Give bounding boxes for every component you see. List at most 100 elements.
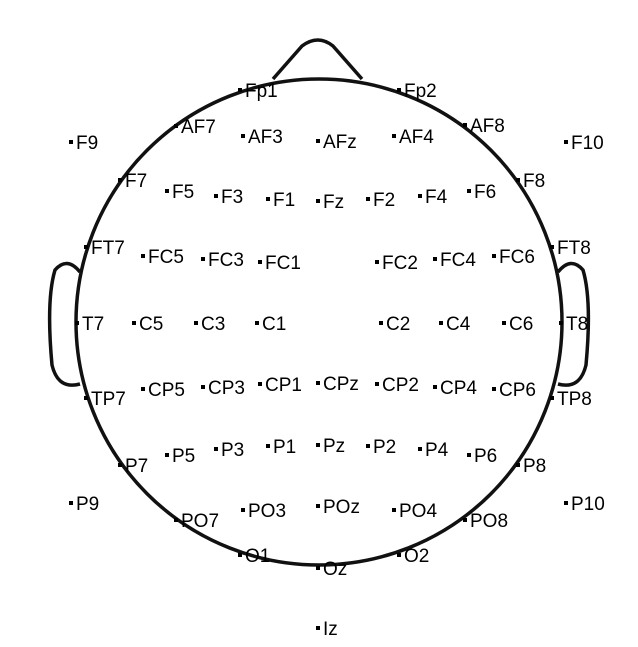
electrode-marker: [316, 566, 320, 570]
electrode-marker: [69, 501, 73, 505]
electrode-c3: C3: [194, 314, 225, 335]
electrode-marker: [516, 463, 520, 467]
electrode-marker: [564, 140, 568, 144]
electrode-marker: [418, 194, 422, 198]
electrode-ft7: FT7: [84, 238, 125, 259]
electrode-label: F2: [373, 190, 395, 211]
electrode-af3: AF3: [241, 127, 283, 148]
electrode-label: AF4: [399, 127, 434, 148]
electrode-f5: F5: [165, 182, 194, 203]
electrode-marker: [258, 260, 262, 264]
electrode-p7: P7: [118, 456, 148, 477]
electrode-label: F7: [125, 171, 147, 192]
electrode-label: P2: [373, 437, 396, 458]
electrode-marker: [241, 508, 245, 512]
electrode-label: Fz: [323, 192, 344, 213]
electrode-label: F8: [523, 171, 545, 192]
electrode-label: Pz: [323, 436, 345, 457]
electrode-af4: AF4: [392, 127, 434, 148]
electrode-label: FC1: [265, 253, 301, 274]
electrode-tp7: TP7: [84, 389, 126, 410]
electrode-label: F9: [76, 133, 98, 154]
electrode-marker: [492, 387, 496, 391]
electrode-p3: P3: [214, 440, 244, 461]
electrode-label: FT7: [91, 238, 125, 259]
electrode-f9: F9: [69, 133, 98, 154]
electrode-marker: [214, 447, 218, 451]
right-ear-outline: [556, 261, 591, 387]
electrode-fp2: Fp2: [397, 81, 437, 102]
electrode-label: P3: [221, 440, 244, 461]
electrode-marker: [433, 257, 437, 261]
electrode-label: C6: [509, 314, 533, 335]
electrode-fc6: FC6: [492, 247, 535, 268]
electrode-label: PO4: [399, 501, 437, 522]
electrode-cp3: CP3: [201, 378, 245, 399]
electrode-marker: [241, 134, 245, 138]
electrode-label: C1: [262, 314, 286, 335]
electrode-f8: F8: [516, 171, 545, 192]
electrode-oz: Oz: [316, 559, 347, 580]
electrode-iz: Iz: [316, 619, 338, 640]
electrode-marker: [418, 447, 422, 451]
electrode-marker: [316, 626, 320, 630]
electrode-label: P1: [273, 437, 296, 458]
electrode-marker: [238, 88, 242, 92]
electrode-f2: F2: [366, 190, 395, 211]
electrode-marker: [316, 199, 320, 203]
electrode-label: T8: [566, 314, 588, 335]
electrode-af7: AF7: [174, 117, 216, 138]
electrode-p9: P9: [69, 494, 99, 515]
electrode-label: CP1: [265, 375, 302, 396]
electrode-afz: AFz: [316, 132, 357, 153]
electrode-label: Oz: [323, 559, 347, 580]
electrode-marker: [238, 553, 242, 557]
electrode-label: PO7: [181, 511, 219, 532]
electrode-tp8: TP8: [550, 389, 592, 410]
electrode-label: C3: [201, 314, 225, 335]
electrode-fp1: Fp1: [238, 81, 278, 102]
electrode-f10: F10: [564, 133, 604, 154]
electrode-marker: [397, 553, 401, 557]
electrode-marker: [433, 385, 437, 389]
electrode-label: PO8: [470, 511, 508, 532]
electrode-p5: P5: [165, 446, 195, 467]
electrode-label: TP8: [557, 389, 592, 410]
electrode-label: O2: [404, 546, 429, 567]
electrode-label: O1: [245, 546, 270, 567]
electrode-label: P5: [172, 446, 195, 467]
electrode-label: FT8: [557, 238, 591, 259]
electrode-marker: [316, 504, 320, 508]
electrode-marker: [266, 197, 270, 201]
electrode-f7: F7: [118, 171, 147, 192]
electrode-label: F5: [172, 182, 194, 203]
electrode-label: Iz: [323, 619, 338, 640]
electrode-t8: T8: [559, 314, 588, 335]
nose-outline: [271, 38, 364, 81]
electrode-f4: F4: [418, 187, 448, 208]
electrode-marker: [266, 444, 270, 448]
electrode-marker: [467, 189, 471, 193]
electrode-marker: [550, 396, 554, 400]
electrode-label: C5: [139, 314, 163, 335]
electrode-po8: PO8: [463, 511, 508, 532]
electrode-marker: [201, 257, 205, 261]
electrode-label: F1: [273, 190, 295, 211]
electrode-marker: [118, 463, 122, 467]
electrode-cp1: CP1: [258, 375, 302, 396]
electrode-label: CP2: [382, 375, 419, 396]
electrode-label: FC5: [148, 247, 184, 268]
electrode-marker: [194, 321, 198, 325]
electrode-c5: C5: [132, 314, 163, 335]
electrode-o2: O2: [397, 546, 429, 567]
electrode-label: CP4: [440, 378, 477, 399]
electrode-cp5: CP5: [141, 380, 185, 401]
electrode-f3: F3: [214, 187, 243, 208]
electrode-label: CPz: [323, 374, 359, 395]
electrode-marker: [316, 139, 320, 143]
electrode-label: P4: [425, 440, 449, 461]
electrode-c2: C2: [379, 314, 410, 335]
electrode-po7: PO7: [174, 511, 219, 532]
electrode-fz: Fz: [316, 192, 344, 213]
electrode-p1: P1: [266, 437, 296, 458]
